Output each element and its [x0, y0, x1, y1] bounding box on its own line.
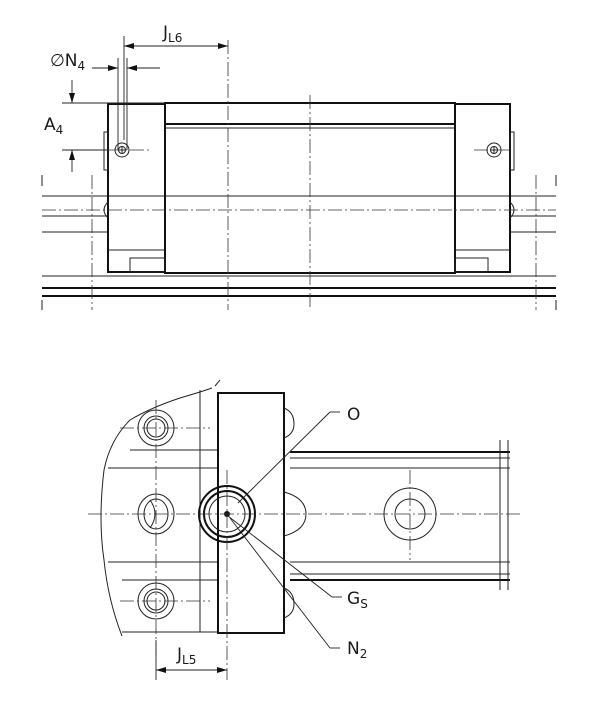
label-jl6: JL6 [162, 23, 182, 45]
label-n4: ∅N4 [50, 51, 85, 73]
leader-n2 [229, 517, 340, 649]
mounting-plate [100, 379, 221, 637]
label-o: O [347, 405, 360, 425]
leader-o [237, 411, 340, 504]
label-n2: N2 [347, 639, 367, 661]
centerlines-plan [88, 400, 520, 680]
dimension-jl5 [155, 640, 227, 680]
label-a4: A4 [44, 115, 63, 137]
dimension-n4 [92, 58, 160, 150]
leader-gs [227, 515, 342, 598]
label-jl5: JL5 [176, 645, 196, 667]
label-gs: GS [347, 589, 368, 611]
rail-side [41, 175, 557, 310]
centerlines-side [42, 40, 556, 310]
carriage-side [103, 102, 515, 274]
side-view: JL6 ∅N4 A4 [41, 23, 557, 310]
dimension-jl6 [123, 36, 228, 140]
dimension-a4 [62, 80, 165, 172]
rail-plan [290, 440, 510, 590]
plan-view: O GS N2 JL5 [88, 379, 520, 680]
carriage-plan [217, 392, 307, 634]
